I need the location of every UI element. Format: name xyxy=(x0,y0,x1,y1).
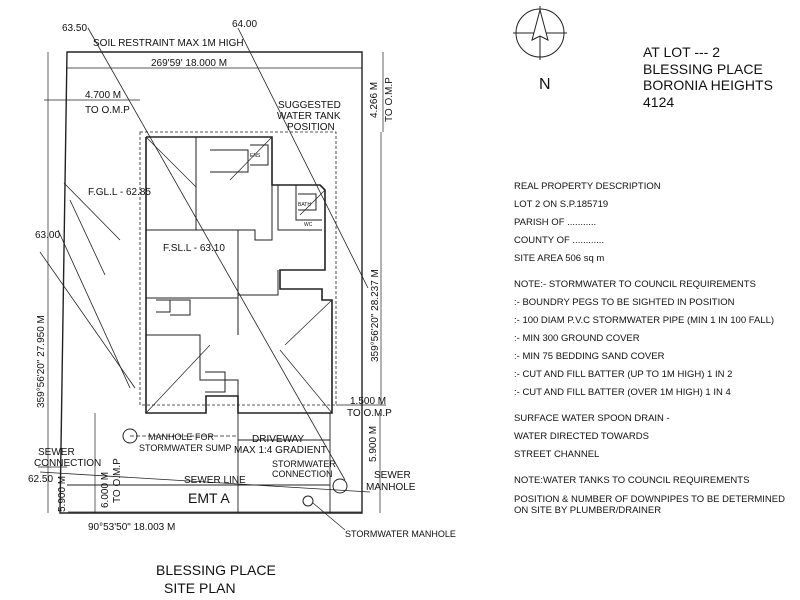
spoon-drain-3: STREET CHANNEL xyxy=(514,449,600,460)
property-parish: PARISH OF ........... xyxy=(514,217,597,228)
downpipe-note: POSITION & NUMBER OF DOWNPIPES TO BE DET… xyxy=(514,494,785,516)
property-county: COUNTY OF ............ xyxy=(514,235,605,246)
fgl-label: F.GL.L - 62.85 xyxy=(88,187,151,198)
sewer-connection-label-2: CONNECTION xyxy=(34,458,101,469)
rl-64-00: 64.00 xyxy=(232,19,257,30)
rl-63-00: 63.00 xyxy=(35,230,60,241)
manhole-label-1: MANHOLE FOR xyxy=(148,432,215,442)
left-bearing-label: 359°56'20" 27.950 M xyxy=(36,315,47,408)
fsl-label: F.SL.L - 63.10 xyxy=(163,243,225,254)
top-bearing-label: 269'59' 18.000 M xyxy=(151,58,227,69)
tank-label-1: SUGGESTED xyxy=(278,100,341,111)
title-line-2: SITE PLAN xyxy=(164,580,236,596)
property-lot: LOT 2 ON S.P.185719 xyxy=(514,199,609,210)
rl-62-50: 62.50 xyxy=(28,474,53,485)
spoon-drain-1: SURFACE WATER SPOON DRAIN - xyxy=(514,413,670,424)
north-arrow-icon xyxy=(513,6,567,60)
note-5: :- MIN 75 BEDDING SAND COVER xyxy=(514,351,665,362)
left-5900-label: 5.900 M xyxy=(57,476,68,512)
house-outline xyxy=(145,136,333,414)
right-5900-label: 5.900 M xyxy=(368,426,379,462)
right-bearing-label: 359°56'20" 28.237 M xyxy=(370,269,381,362)
manhole-label-2: STORMWATER SUMP xyxy=(139,443,231,453)
stormwater-manhole-icon xyxy=(302,495,314,507)
lot-boundary xyxy=(59,51,363,514)
driveway-gradient-label: MAX 1:4 GRADIENT xyxy=(234,445,327,456)
sw-connection-label-1: STORMWATER xyxy=(272,459,336,469)
address-line-1: AT LOT --- 2 xyxy=(643,44,721,60)
sw-manhole-label: STORMWATER MANHOLE xyxy=(345,529,456,539)
setout-outline xyxy=(139,131,337,406)
roof-lines xyxy=(145,136,333,414)
setback-bottom-label: 1.500 M xyxy=(350,396,386,407)
note-7: :- CUT AND FILL BATTER (OVER 1M HIGH) 1 … xyxy=(514,387,731,398)
driveway-label: DRIVEWAY xyxy=(252,434,305,445)
sewer-line-label: SEWER LINE xyxy=(184,475,246,486)
setback-left-label: 4.700 M xyxy=(85,90,121,101)
interior-walls xyxy=(146,137,322,396)
property-heading: REAL PROPERTY DESCRIPTION xyxy=(514,181,661,192)
note-3: :- 100 DIAM P.V.C STORMWATER PIPE (MIN 1… xyxy=(514,315,775,326)
dimension-lines xyxy=(38,52,386,513)
address-line-3: BORONIA HEIGHTS xyxy=(643,77,773,93)
title-line-1: BLESSING PLACE xyxy=(156,562,276,578)
ens-label: ENS xyxy=(250,153,261,159)
rl-63-50: 63.50 xyxy=(62,23,87,34)
address-line-4: 4124 xyxy=(643,93,675,110)
sewer-connection-label-1: SEWER xyxy=(38,447,75,458)
to-omp-left-label: TO O.M.P xyxy=(85,105,130,116)
bath-label: BATH xyxy=(298,202,311,208)
sewer-6000-label: 6.000 M xyxy=(100,472,111,508)
sw-connection-label-2: CONNECTION xyxy=(272,469,333,479)
spoon-drain-2: WATER DIRECTED TOWARDS xyxy=(514,431,649,442)
soil-restraint-label: SOIL RESTRAINT MAX 1M HIGH xyxy=(93,38,244,49)
north-label: N xyxy=(539,76,551,93)
tank-label-3: POSITION xyxy=(287,122,335,133)
sewer-manhole-icon xyxy=(332,478,348,494)
address-block: AT LOT --- 2 BLESSING PLACE BORONIA HEIG… xyxy=(643,44,773,110)
to-omp-top-label: TO O.M.P xyxy=(384,77,395,122)
notes-block: REAL PROPERTY DESCRIPTION LOT 2 ON S.P.1… xyxy=(514,178,800,516)
driveway xyxy=(237,413,331,513)
note-6: :- CUT AND FILL BATTER (UP TO 1M HIGH) 1… xyxy=(514,369,733,380)
emt-label: EMT A xyxy=(188,490,230,506)
bottom-bearing-label: 90°53'50" 18.003 M xyxy=(88,522,175,533)
note-4: :- MIN 300 GROUND COVER xyxy=(514,333,640,344)
sewer-to-omp-label: TO O.M.P xyxy=(112,458,123,503)
sewer-manhole-label-2: MANHOLE xyxy=(366,482,416,493)
address-line-2: BLESSING PLACE xyxy=(643,60,763,77)
to-omp-bottom-label: TO O.M.P xyxy=(347,408,392,419)
setback-top-label: 4.266 M xyxy=(369,82,380,118)
tank-label-2: WATER TANK xyxy=(277,111,341,122)
property-area: SITE AREA 506 sq m xyxy=(514,253,605,264)
note-2: :- BOUNDRY PEGS TO BE SIGHTED IN POSITIO… xyxy=(514,297,735,308)
note-1: NOTE:- STORMWATER TO COUNCIL REQUIREMENT… xyxy=(514,279,756,290)
sewer-manhole-label-1: SEWER xyxy=(374,470,411,481)
wc-label: WC xyxy=(304,222,313,228)
tank-note: NOTE:WATER TANKS TO COUNCIL REQUIREMENTS xyxy=(514,475,750,486)
drawing-title: BLESSING PLACE SITE PLAN xyxy=(156,561,276,597)
